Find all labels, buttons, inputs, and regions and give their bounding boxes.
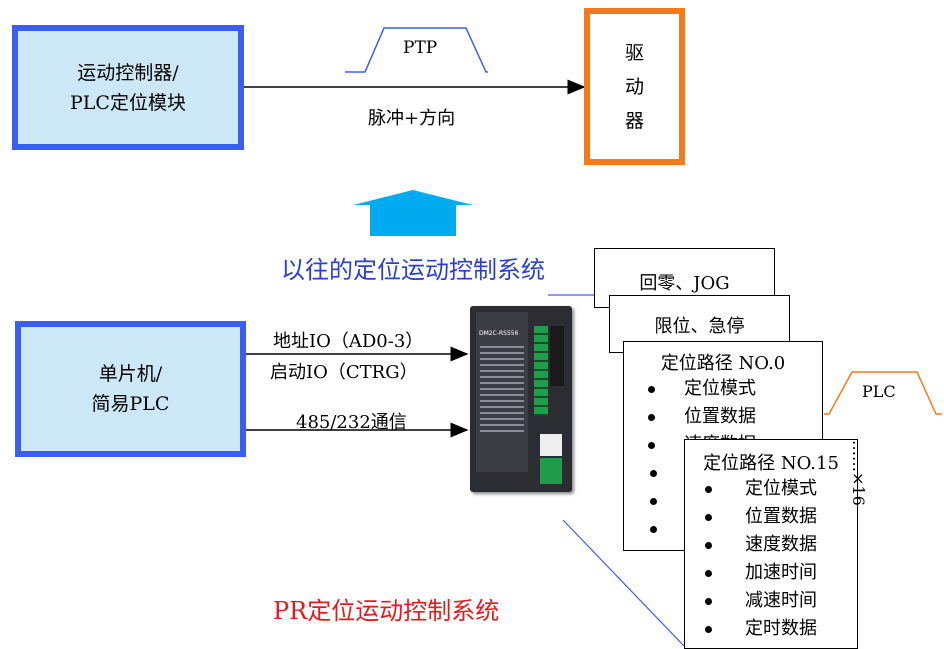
- terminal-block-green: [534, 326, 548, 416]
- motion-controller-box: 运动控制器/ PLC定位模块: [12, 25, 244, 150]
- start-io-label: 启动IO（CTRG）: [270, 362, 418, 383]
- path15-item: 加速时间: [705, 559, 857, 587]
- card-path-15: 定位路径 NO.15 定位模式 位置数据 速度数据 加速时间 减速时间 定时数据: [684, 439, 858, 649]
- mcu-line-2: 简易PLC: [91, 393, 170, 415]
- pr-system-caption: PR定位运动控制系统: [273, 597, 500, 625]
- driver-char-1: 驱: [624, 41, 644, 64]
- driver-leader-line: [562, 519, 685, 647]
- path0-item: 位置数据: [648, 403, 822, 431]
- driver-front-panel: DM2C-RS556: [476, 312, 528, 472]
- mcu-line-1: 单片机/: [98, 363, 163, 385]
- old-system-caption: 以往的定位运动控制系统: [281, 256, 545, 284]
- path15-list: 定位模式 位置数据 速度数据 加速时间 减速时间 定时数据: [685, 475, 857, 643]
- plc-trapezoid: [824, 371, 942, 415]
- path15-item: 定位模式: [705, 475, 857, 503]
- card-limit-estop-label: 限位、急停: [654, 316, 745, 337]
- path0-bullet-dot: [650, 470, 657, 477]
- repeat-x16-label: ……×16: [849, 440, 868, 506]
- path15-item: 定时数据: [705, 615, 857, 643]
- driver-box: 驱 动 器: [584, 8, 685, 165]
- plc-label: PLC: [862, 382, 896, 401]
- terminal-block-dark: [550, 326, 564, 386]
- power-connector: [540, 458, 562, 484]
- ptp-label: PTP: [403, 38, 438, 58]
- ptp-trapezoid: [345, 27, 488, 73]
- path0-title: 定位路径 NO.0: [660, 353, 786, 374]
- path0-bullet-dot: [650, 498, 657, 505]
- comm-label: 485/232通信: [296, 412, 407, 433]
- driver-model-label: DM2C-RS556: [479, 330, 519, 337]
- path0-item: 定位模式: [648, 375, 822, 403]
- controller-line-2: PLC定位模块: [70, 91, 186, 114]
- address-io-label: 地址IO（AD0-3）: [273, 331, 424, 352]
- driver-char-3: 器: [624, 109, 644, 132]
- driver-char-2: 动: [624, 75, 644, 98]
- driver-spec-table: [480, 346, 524, 436]
- path15-item: 位置数据: [705, 503, 857, 531]
- path15-item: 速度数据: [705, 531, 857, 559]
- comm-port: [540, 434, 562, 456]
- card-home-jog-label: 回零、JOG: [639, 273, 730, 294]
- controller-line-1: 运动控制器/: [77, 61, 179, 84]
- servo-driver-image: DM2C-RS556: [470, 306, 572, 492]
- transition-up-arrow: [353, 190, 473, 236]
- mcu-plc-box: 单片机/ 简易PLC: [15, 321, 246, 457]
- path15-item: 减速时间: [705, 587, 857, 615]
- path0-bullet-dot: [650, 526, 657, 533]
- pulse-direction-label: 脉冲+方向: [368, 108, 456, 129]
- path15-title: 定位路径 NO.15: [703, 453, 839, 474]
